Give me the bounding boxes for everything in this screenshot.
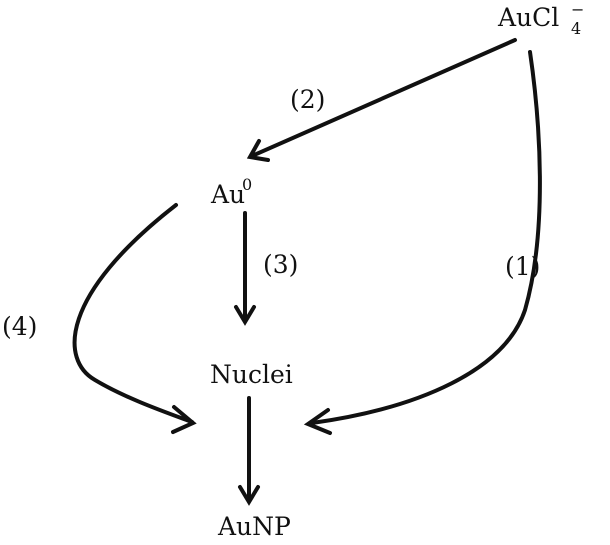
node-aucl4-sub: 4 [571,19,581,38]
node-aucl4: AuCl − 4 [497,0,584,38]
edge-arrow-1 [303,50,542,435]
node-au0-sup: 0 [242,175,252,194]
edge-arrow-4 [72,203,197,434]
edge-arrow-2 [246,38,517,162]
node-au0: Au 0 [210,175,252,209]
node-aunp: AuNP [217,512,291,541]
edge-label-4: (4) [2,312,37,341]
edge-label-2: (2) [290,85,325,114]
edge-arrow-3 [234,211,256,326]
node-au0-base: Au [210,180,245,209]
node-nuclei: Nuclei [210,360,293,389]
edge-label-3: (3) [263,250,298,279]
node-aucl4-sup: − [571,0,584,19]
edge-arrow-nuclei-aunp [238,396,260,506]
node-aucl4-base: AuCl [497,3,559,32]
